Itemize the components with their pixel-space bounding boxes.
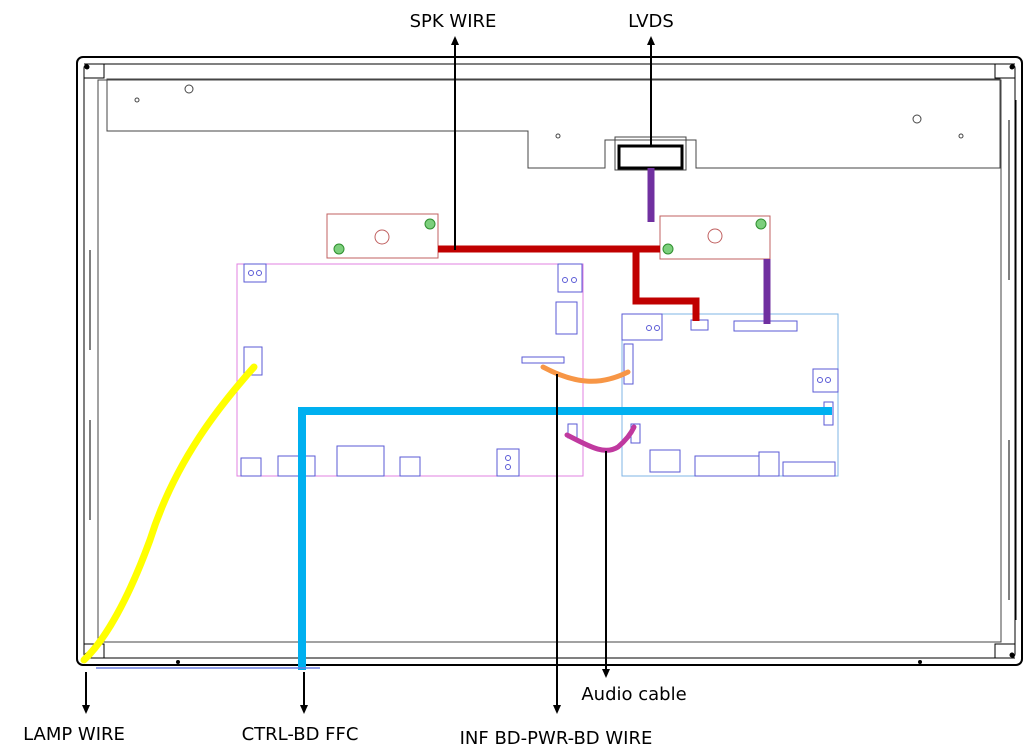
main-board-mount-tl [243, 263, 267, 283]
frame-corner-tr [994, 63, 1015, 79]
bracket-hole-4 [958, 133, 964, 139]
power-board-mount-r [812, 368, 839, 393]
lamp-wire-arrowhead [82, 705, 90, 714]
bracket-hole-5 [555, 133, 561, 139]
speaker-left-screw-1 [424, 218, 436, 230]
lamp-connector [243, 346, 263, 376]
frame-inner [83, 63, 1016, 659]
top-bracket-plate [106, 78, 1001, 169]
power-board-mount-r-hole-2 [825, 377, 831, 383]
speaker-board-right [659, 215, 771, 260]
bracket-holes [134, 84, 964, 139]
power-board-vertical-conn [623, 343, 634, 385]
main-board-bottom-5-hole-2 [505, 464, 511, 470]
panel-frame [76, 56, 1023, 666]
main-board-bottom-3 [336, 445, 385, 477]
main-board-bottom-2 [277, 455, 316, 477]
frame-inner-2 [97, 79, 1002, 643]
spk-connector [690, 319, 709, 331]
speaker-right-screw-1 [755, 218, 767, 230]
lamp-wire-label: LAMP WIRE [23, 724, 125, 745]
ctrl-bd-ffc-label: CTRL-BD FFC [242, 724, 359, 745]
main-board-bottom-1 [240, 457, 262, 477]
frame-screw-b2 [918, 660, 922, 664]
power-board-mount-tl-hole-1 [646, 325, 652, 331]
speaker-board-left [326, 213, 439, 259]
inf-bd-pwr-bd-wire-label: INF BD-PWR-BD WIRE [460, 728, 653, 749]
main-board-mount-tl-hole-2 [256, 270, 262, 276]
ctrl-bd-ffc [298, 407, 832, 670]
speaker-right-screw-2 [662, 243, 674, 255]
lvds-connector [617, 144, 684, 170]
spk-wire-arrowhead [451, 36, 459, 45]
speaker-board-right-outline [659, 215, 771, 260]
spk-wire [438, 245, 700, 321]
power-board-bottom-1 [649, 449, 681, 473]
inf-bd-pwr-bd-wire [540, 364, 631, 384]
speaker-left-screw-2 [333, 243, 345, 255]
power-board-bottom-2 [694, 455, 760, 477]
power-board-mount-tl [621, 313, 663, 341]
lamp-wire [80, 363, 258, 664]
main-board [236, 263, 584, 477]
inf-bd-pwr-bd-wire-arrowhead [553, 705, 561, 714]
main-board-bottom-5-hole-1 [505, 455, 511, 461]
audio-cable [564, 424, 637, 453]
lvds-label: LVDS [628, 11, 674, 32]
main-board-bottom-5 [496, 448, 520, 477]
frame-outer [76, 56, 1023, 666]
frame-corner-br [994, 643, 1015, 659]
lvds-arrowhead [647, 36, 655, 45]
spk-wire-label: SPK WIRE [410, 11, 497, 32]
power-board-outline [621, 313, 839, 477]
audio-cable-label: Audio cable [581, 684, 686, 705]
frame-screw-tl [84, 64, 90, 70]
frame-screw-b1 [176, 660, 180, 664]
frame-corner-tl [84, 63, 105, 79]
main-board-chip [555, 301, 578, 335]
frame-screw-br [1009, 652, 1015, 658]
bracket-hole-2 [184, 84, 194, 94]
leader-lines [82, 36, 655, 714]
main-board-outline [236, 263, 584, 477]
speaker-right-hole [707, 228, 723, 244]
frame-screw-holes [84, 64, 1015, 664]
ctrl-bd-ffc-arrowhead [300, 705, 308, 714]
main-board-mount-tr [557, 263, 583, 293]
audio-cable-arrowhead [602, 669, 610, 678]
bracket-hole-1 [134, 97, 140, 103]
speaker-board-left-outline [326, 213, 439, 259]
inf-connector [521, 356, 565, 364]
power-board-bottom-4 [782, 461, 836, 477]
frame-screw-tr [1009, 64, 1015, 70]
main-board-mount-tl-hole-1 [248, 270, 254, 276]
main-board-mount-tr-hole-2 [571, 277, 577, 283]
power-board-mount-tl-hole-2 [654, 325, 660, 331]
main-board-mount-tr-hole-1 [562, 277, 568, 283]
power-board-bottom-3 [758, 451, 780, 477]
bracket-hole-3 [912, 114, 922, 124]
speaker-left-hole [374, 229, 390, 245]
main-board-bottom-4 [399, 456, 421, 477]
power-board-mount-r-hole-1 [817, 377, 823, 383]
